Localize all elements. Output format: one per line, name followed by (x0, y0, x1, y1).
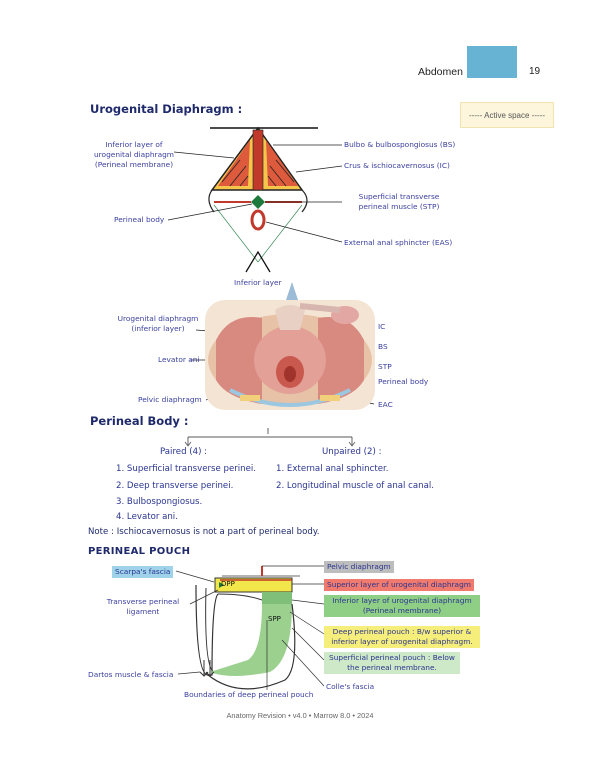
paired-item-3: 3. Bulbospongiosus. (116, 497, 203, 507)
active-space-box: ----- Active space ----- (460, 102, 554, 128)
label-inferior-layer: Inferior layer of urogenital diaphragm (… (94, 140, 174, 169)
unpaired-item-2: 2. Longitudinal muscle of anal canal. (276, 481, 434, 491)
photo-label-stp: STP (378, 362, 392, 371)
label-ischiocavernosus: Crus & ischiocavernosus (IC) (344, 161, 450, 170)
footer: Anatomy Revision • v4.0 • Marrow 8.0 • 2… (226, 711, 374, 720)
pouch-label-pelvic: Pelvic diaphragm (324, 561, 394, 573)
note-ischiocavernosus: Note : Ischiocavernosus is not a part of… (88, 527, 320, 537)
perineal-pouch-diagram (175, 565, 325, 690)
photo-label-pelvic: Pelvic diaphragm (138, 395, 202, 404)
active-space-label: ----- Active space ----- (469, 110, 545, 120)
ugd-title: Urogenital Diaphragm : (90, 102, 243, 116)
pouch-label-superficial: Superficial perineal pouch : Below the p… (324, 652, 460, 674)
pouch-label-boundaries: Boundaries of deep perineal pouch (184, 690, 314, 699)
photo-label-ugd: Urogenital diaphragm (inferior layer) (117, 314, 199, 333)
pouch-label-dpp: DPP (221, 580, 235, 588)
label-inferior-layer-bottom: Inferior layer (234, 278, 282, 287)
pouch-label-superior: Superior layer of urogenital diaphragm (324, 579, 474, 591)
photo-label-bs: BS (378, 342, 388, 351)
paired-item-2: 2. Deep transverse perinei. (116, 481, 234, 491)
paired-title: Paired (4) : (160, 447, 208, 457)
unpaired-item-1: 1. External anal sphincter. (276, 464, 389, 474)
pouch-label-scarpa: Scarpa's fascia (112, 566, 174, 578)
label-bulbospongiosus: Bulbo & bulbospongiosus (BS) (344, 140, 456, 149)
photo-label-ic: IC (378, 322, 386, 331)
photo-label-eac: EAC (378, 400, 393, 409)
paired-item-4: 4. Levator ani. (116, 512, 178, 522)
unpaired-title: Unpaired (2) : (322, 447, 382, 457)
photo-label-levator: Levator ani (158, 355, 200, 364)
pouch-label-transverse: Transverse perineal ligament (106, 597, 180, 616)
page-number: 19 (529, 66, 541, 77)
pelvic-floor-illustration (205, 282, 375, 410)
paired-item-1: 1. Superficial transverse perinei. (116, 464, 257, 474)
pouch-label-spp: SPP (268, 615, 281, 623)
pouch-label-dartos: Dartos muscle & fascia (88, 670, 174, 679)
perineal-body-diamond (251, 195, 265, 209)
section-color-block (467, 46, 517, 78)
photo-label-perineal-body: Perineal body (378, 377, 429, 386)
pouch-label-inferior: Inferior layer of urogenital diaphragm (… (324, 595, 480, 617)
perineal-body-title: Perineal Body : (90, 414, 189, 428)
pouch-title: PERINEAL POUCH (88, 546, 191, 557)
section-title: Abdomen (418, 66, 463, 78)
label-stp: Superficial transverse perineal muscle (… (358, 192, 440, 211)
pouch-label-deep: Deep perineal pouch : B/w superior & inf… (324, 626, 480, 648)
label-eas: External anal sphincter (EAS) (344, 238, 453, 247)
label-perineal-body: Perineal body (114, 215, 165, 224)
pouch-label-colles: Colle's fascia (326, 682, 375, 691)
